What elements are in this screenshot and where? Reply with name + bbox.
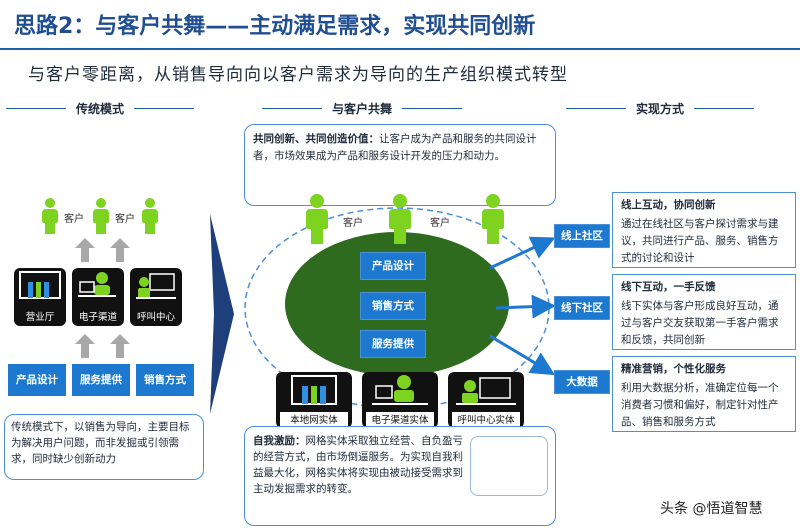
tile-e-channel: 电子渠道 — [72, 268, 124, 326]
header-bar: 思路2：与客户共舞——主动满足需求，实现共同创新 — [0, 0, 800, 50]
connector-arrows — [489, 236, 556, 376]
product-design-block: 产品设计 — [8, 364, 66, 396]
up-arrow-icon — [110, 334, 130, 358]
customer-person-icon — [306, 194, 328, 244]
customer-person-icon — [389, 194, 411, 244]
implementation-box-offline: 线下互动，一手反馈 线下实体与客户形成良好互动，通过与客户交友获取第一手客户需求… — [612, 274, 796, 350]
tile-e-channel-entity: 电子渠道实体 — [362, 372, 438, 428]
tile-call-center-entity: 呼叫中心实体 — [448, 372, 524, 428]
call-center-icon — [136, 273, 176, 299]
tile-call-center: 呼叫中心 — [130, 268, 182, 326]
co-creation-box: 共同创新、共同创造价值：让客户成为产品和服务的共同设计者，市场效果成为产品和服务… — [244, 124, 556, 206]
sales-method-block: 销售方式 — [136, 364, 194, 396]
customer-label: 客户 — [115, 214, 135, 225]
ellipse-item-sales-method: 销售方式 — [360, 292, 426, 320]
customer-label: 客户 — [343, 218, 363, 229]
section-heading-implementation: 实现方式 — [566, 100, 755, 116]
implementation-box-big-data: 精准营销，个性化服务 利用大数据分析，准确定位每一个消费者习惯和偏好，制定针对性… — [612, 356, 796, 432]
tag-online-community: 线上社区 — [554, 224, 610, 248]
ellipse-item-service-provision: 服务提供 — [360, 330, 426, 358]
placeholder-frame — [470, 436, 548, 496]
section-heading-traditional: 传统模式 — [6, 100, 195, 116]
service-provision-block: 服务提供 — [72, 364, 130, 396]
tag-big-data: 大数据 — [554, 370, 610, 394]
page-subtitle: 与客户零距离，从销售导向向以客户需求为导向的生产组织模式转型 — [28, 65, 568, 85]
customer-person-icon — [93, 198, 109, 234]
business-hall-icon — [291, 375, 337, 405]
tile-local-network-entity: 本地网实体 — [276, 372, 352, 428]
computer-user-icon — [372, 375, 428, 405]
up-arrow-icon — [110, 238, 130, 262]
customer-person-icon — [482, 194, 504, 244]
customer-label: 客户 — [64, 214, 84, 225]
business-hall-icon — [19, 271, 61, 299]
customer-person-icon — [142, 198, 158, 234]
page-title: 思路2：与客户共舞——主动满足需求，实现共同创新 — [14, 14, 536, 39]
tag-offline-community: 线下社区 — [554, 296, 610, 320]
traditional-description-box: 传统模式下，以销售为导向，主要目标为解决用户问题，而非发掘或引领需求，同时缺少创… — [4, 414, 204, 480]
customer-person-icon — [42, 198, 58, 234]
watermark-text: 头条 @悟道智慧 — [660, 501, 763, 517]
up-arrow-icon — [75, 334, 95, 358]
chevron-right-icon — [210, 214, 234, 414]
customer-label: 客户 — [430, 218, 450, 229]
implementation-box-online: 线上互动，协同创新 通过在线社区与客户探讨需求与建议，共同进行产品、服务、销售方… — [612, 192, 796, 268]
up-arrow-icon — [75, 238, 95, 262]
section-heading-cocreate: 与客户共舞 — [262, 100, 463, 116]
tile-business-hall: 营业厅 — [14, 268, 66, 326]
call-center-icon — [456, 377, 516, 405]
ellipse-item-product-design: 产品设计 — [360, 252, 426, 280]
computer-user-icon — [78, 272, 116, 297]
